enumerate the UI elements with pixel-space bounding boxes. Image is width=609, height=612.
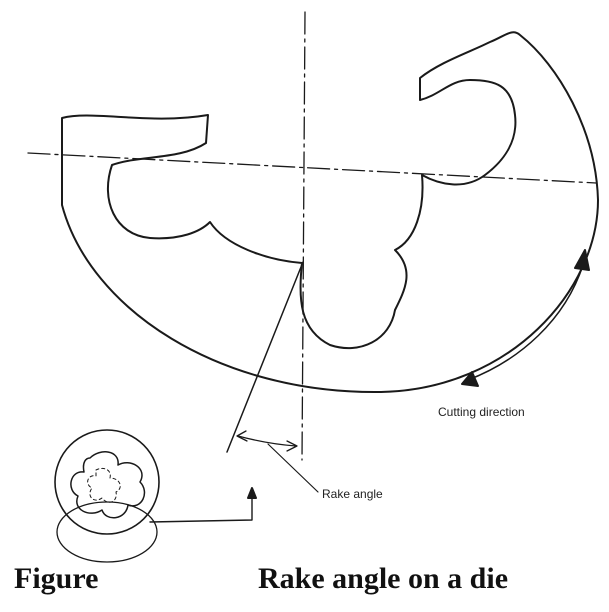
rake-reference-line: [226, 261, 304, 453]
small-die-flute-outline: [70, 451, 146, 519]
rake-angle-dimension-arc: [237, 435, 297, 447]
figure-caption-prefix: Figure: [14, 562, 99, 595]
rake-angle-arrow-left: [236, 430, 248, 442]
small-die-inner-flute: [87, 467, 121, 503]
small-die-outer-circle: [54, 429, 160, 535]
view-link-arrowhead: [247, 487, 257, 499]
rake-angle-leader: [267, 443, 319, 493]
cutting-direction-arrowhead-top: [574, 249, 590, 271]
cutting-direction-arrow: [467, 264, 584, 381]
cutting-direction-arrowhead-bottom: [461, 371, 479, 387]
rake-angle-arrow-right: [286, 440, 298, 452]
vertical-centre-line: [301, 11, 306, 461]
rake-angle-label: Rake angle: [322, 487, 383, 501]
cutting-direction-label: Cutting direction: [438, 405, 525, 419]
view-link-leader: [149, 493, 253, 523]
small-die-lower-ring: [56, 501, 158, 563]
figure-caption-title: Rake angle on a die: [258, 562, 509, 595]
die-segment-outline: [61, 31, 599, 394]
horizontal-centre-line: [27, 152, 597, 184]
